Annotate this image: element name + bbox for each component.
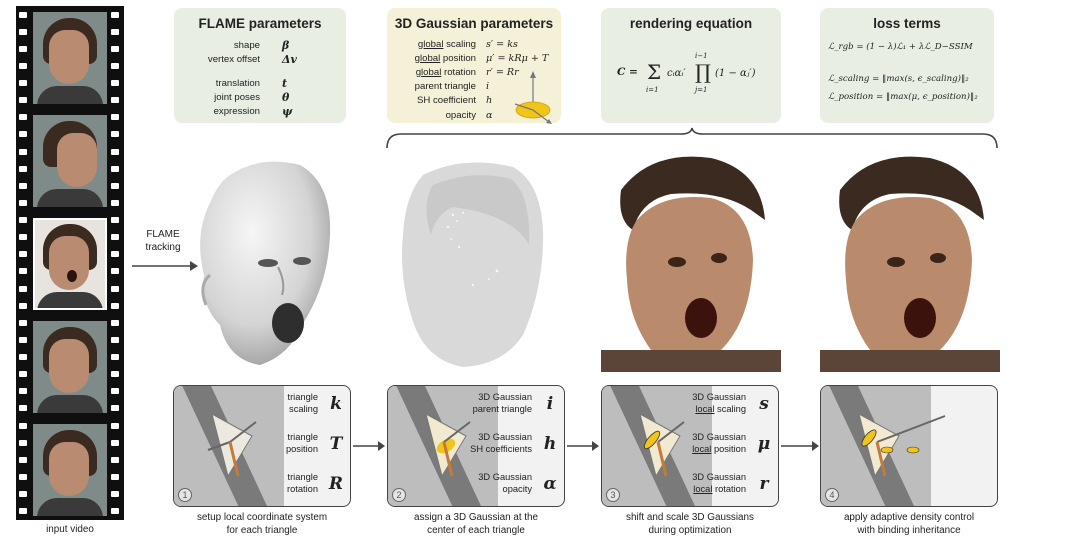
rendering-equation-title: rendering equation <box>629 16 753 31</box>
loss-position: ℒ_position = ‖max(μ, ϵ_position)‖₂ <box>828 92 978 102</box>
shifted-gaussian-icon <box>639 413 685 478</box>
step-arrow-3-4 <box>781 441 819 451</box>
loss-scaling: ℒ_scaling = ‖max(s, ϵ_scaling)‖₂ <box>828 74 969 84</box>
rendered-avatar-image <box>601 150 781 372</box>
gaussian-ellipsoid-icon <box>514 71 552 124</box>
gaussian-parameters-title: 3D Gaussian parameters <box>394 16 554 31</box>
video-frame-5 <box>33 424 107 516</box>
densified-gaussians-icon <box>858 413 946 478</box>
step-4-number: 4 <box>825 488 839 502</box>
step-arrow-2-3 <box>567 441 599 451</box>
tracking-arrow <box>132 261 198 271</box>
gaussian-on-triangle-icon <box>425 413 471 478</box>
step-4-box: 4 <box>820 385 998 507</box>
step-1-number: 1 <box>178 488 192 502</box>
local-coordinate-axes-icon <box>207 413 257 478</box>
input-video-caption: input video <box>46 524 94 535</box>
gaussian-point-cloud-head-image <box>402 162 544 367</box>
rendered-avatar-densified-image <box>820 150 1000 372</box>
flame-parameters-title: FLAME parameters <box>198 16 322 31</box>
video-frame-1 <box>33 12 107 104</box>
input-video-filmstrip <box>16 6 124 520</box>
step-3-number: 3 <box>606 488 620 502</box>
video-frame-4 <box>33 321 107 413</box>
film-perforations-left <box>19 6 29 520</box>
video-frame-2 <box>33 115 107 207</box>
bracket-rendered-results <box>386 127 998 149</box>
video-frame-3-selected <box>33 218 107 310</box>
loss-rgb: ℒ_rgb = (1 − λ)ℒ₁ + λℒ_D−SSIM <box>828 42 973 52</box>
film-perforations-right <box>111 6 121 520</box>
step-2-number: 2 <box>392 488 406 502</box>
step-arrow-1-2 <box>353 441 385 451</box>
rendering-equation-box: rendering equation C = Σ i=1 cᵢαᵢ′ i−1 ∏… <box>601 8 781 123</box>
flame-mesh-head-image <box>200 161 331 365</box>
loss-terms-title: loss terms <box>873 16 941 31</box>
rendering-equation-formula: C = Σ i=1 cᵢαᵢ′ i−1 ∏ j=1 (1 − αⱼ′) <box>617 52 756 94</box>
loss-terms-box: loss terms ℒ_rgb = (1 − λ)ℒ₁ + λℒ_D−SSIM… <box>820 8 994 123</box>
